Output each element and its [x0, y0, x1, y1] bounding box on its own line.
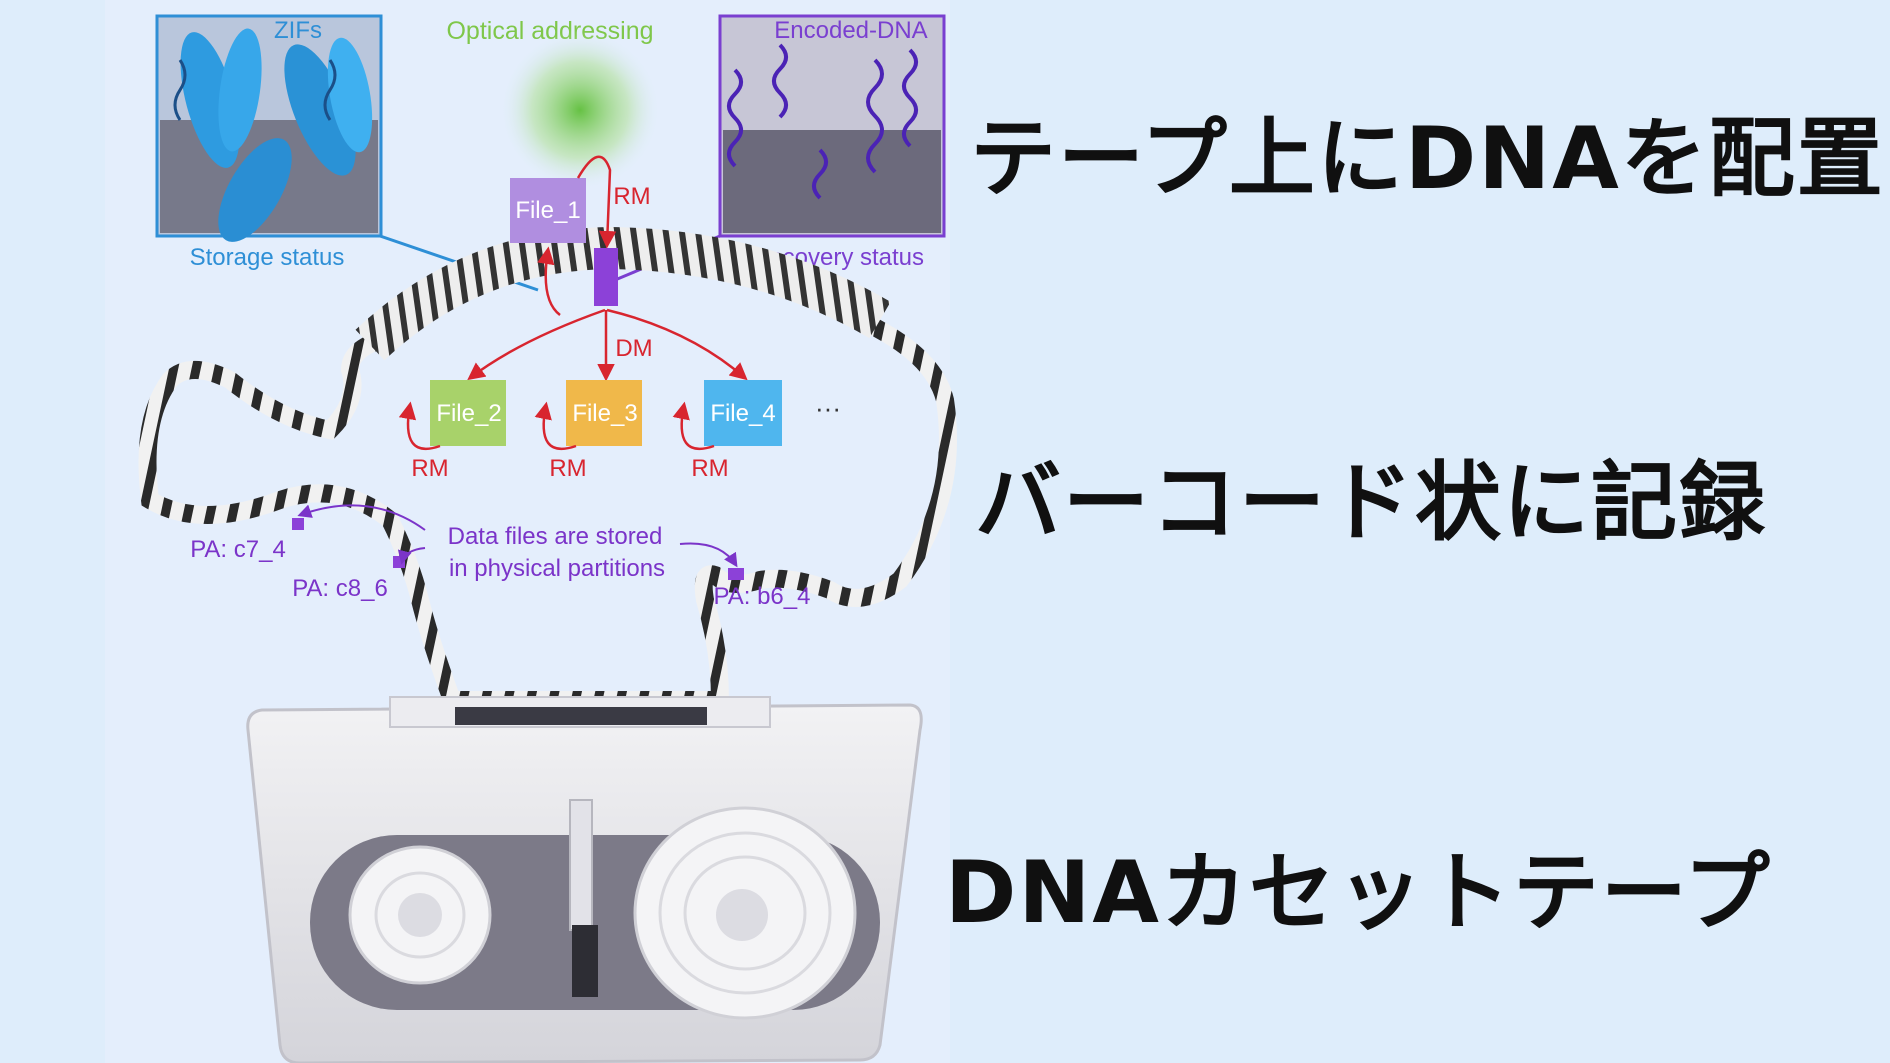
- file-4-box: File_4: [704, 380, 782, 446]
- encoded-dna-inset: Encoded-DNA: [718, 14, 946, 238]
- rm-arrow-2: [398, 401, 441, 451]
- pointer-c7: [297, 504, 426, 531]
- partition-c7: [292, 518, 304, 530]
- cassette: [246, 696, 923, 1063]
- data-files-line1: Data files are stored: [448, 523, 663, 550]
- rm-label-4: RM: [691, 455, 728, 482]
- file-2-box: File_2: [430, 380, 506, 446]
- rm-arrow-4: [672, 401, 715, 451]
- pa-c8-label: PA: c8_6: [292, 575, 388, 602]
- encoded-dna-label: Encoded-DNA: [774, 17, 927, 44]
- pointer-b6: [679, 542, 738, 568]
- zifs-inset: ZIFs: [155, 14, 383, 242]
- file-4-label: File_4: [710, 400, 775, 427]
- addressed-segment: [594, 248, 618, 306]
- pointer-c8: [397, 547, 426, 565]
- pa-b6-label: PA: b6_4: [714, 583, 811, 610]
- file-1-label: File_1: [515, 197, 580, 224]
- file-2-label: File_2: [436, 400, 501, 427]
- partition-b6: [728, 568, 744, 580]
- file-1-box: File_1: [510, 178, 586, 243]
- caption-dna-on-tape: テープ上にDNAを配置: [970, 109, 1885, 209]
- storage-status-label: Storage status: [190, 244, 345, 271]
- rm-arrow-1: [576, 155, 617, 249]
- file-3-label: File_3: [572, 400, 637, 427]
- caption-barcode-recording: バーコード状に記録: [975, 453, 1767, 553]
- caption-dna-cassette-tape: DNAカセットテープ: [945, 843, 1772, 943]
- dm-arrow-4: [606, 308, 748, 381]
- pa-c7-label: PA: c7_4: [190, 536, 286, 563]
- rm-arrow-3: [534, 401, 577, 451]
- rm-label-1: RM: [613, 183, 650, 210]
- zifs-label: ZIFs: [274, 17, 322, 44]
- optical-glow: [500, 30, 660, 190]
- dna-tape: [138, 248, 957, 709]
- dm-arrow-2: [467, 308, 606, 381]
- dm-label: DM: [615, 335, 652, 362]
- file-3-box: File_3: [566, 380, 642, 446]
- data-files-line2: in physical partitions: [449, 555, 665, 582]
- rm-label-2: RM: [411, 455, 448, 482]
- rm-label-3: RM: [549, 455, 586, 482]
- more-files-ellipsis: ···: [815, 393, 841, 423]
